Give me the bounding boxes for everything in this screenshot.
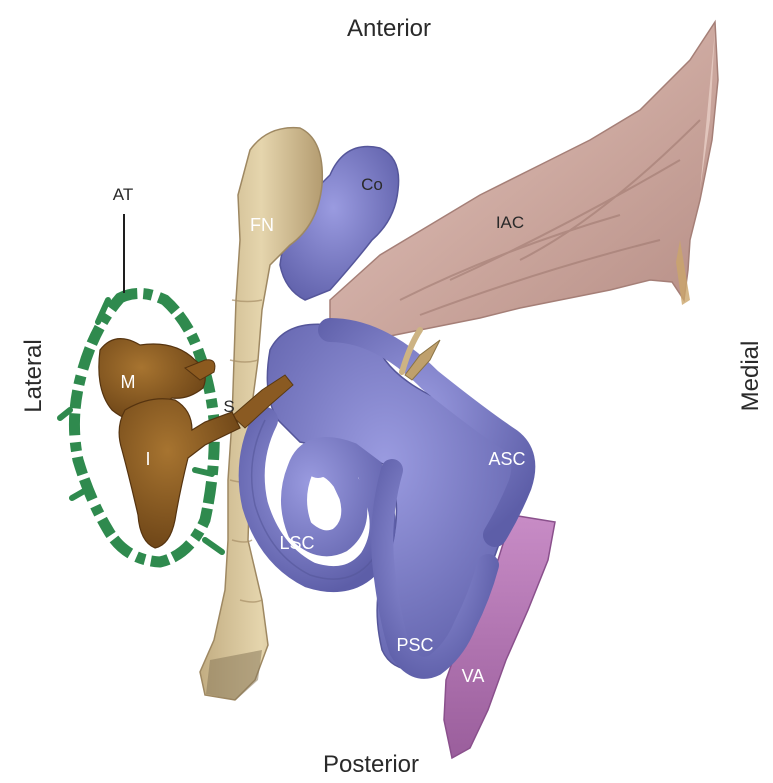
label-at: AT (113, 185, 133, 204)
label-iac: IAC (496, 213, 524, 232)
label-s: S (223, 397, 234, 416)
incus-shape (119, 399, 240, 548)
orientation-medial-label: Medial (737, 341, 764, 412)
orientation-lateral-label: Lateral (20, 339, 47, 412)
label-asc: ASC (488, 449, 525, 469)
label-lsc: LSC (279, 533, 314, 553)
orientation-posterior-label: Posterior (323, 751, 419, 778)
label-psc: PSC (396, 635, 433, 655)
orientation-anterior-label: Anterior (347, 15, 431, 42)
label-i: I (145, 449, 150, 469)
label-fn: FN (250, 215, 274, 235)
label-co: Co (361, 175, 383, 194)
label-va: VA (462, 666, 485, 686)
label-m: M (121, 372, 136, 392)
